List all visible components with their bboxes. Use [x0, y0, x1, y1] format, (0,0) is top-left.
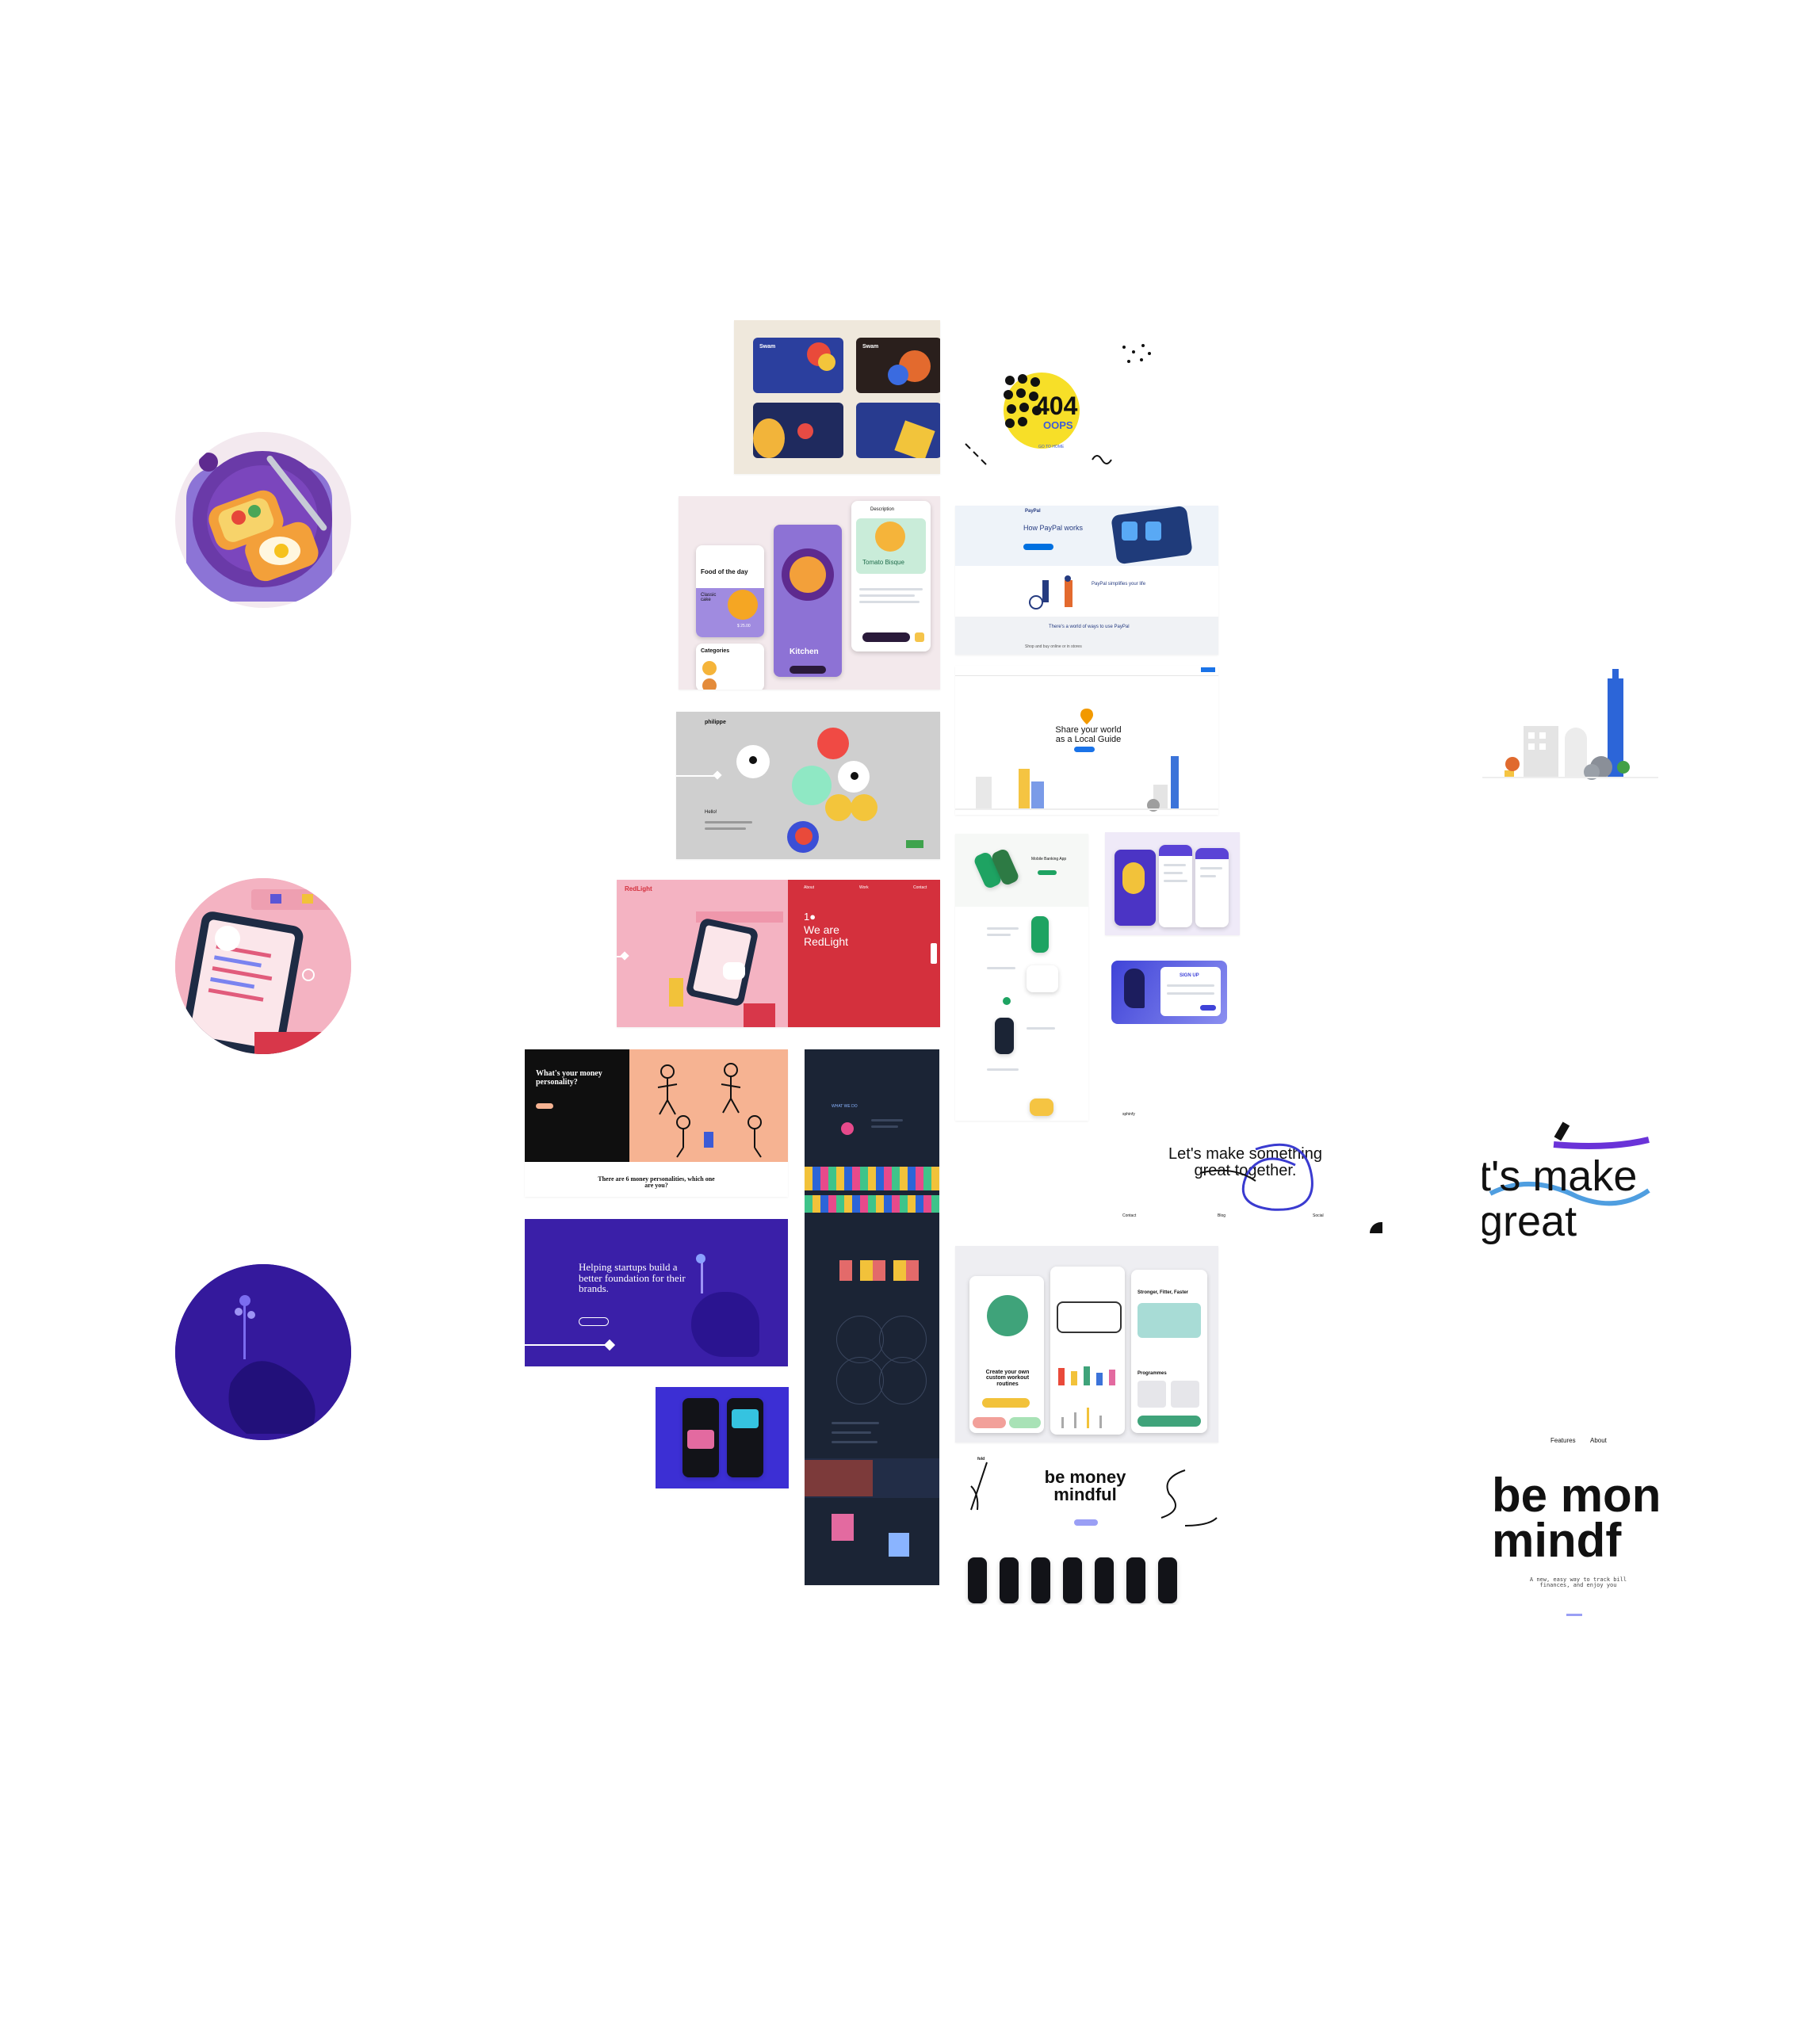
shelf — [696, 911, 783, 923]
hero-circle-redlight[interactable] — [175, 878, 351, 1054]
hero-circle-kitchen[interactable] — [175, 432, 351, 608]
tile-lets-make[interactable]: sphinfy Let's make something great toget… — [1105, 1110, 1382, 1233]
phone-tomato-bisque: Description Tomato Bisque — [851, 501, 931, 651]
dotted-pattern — [1004, 374, 1042, 428]
home-link[interactable]: GO TO HOME — [1038, 445, 1065, 449]
local-guide-headline: Share your world as a Local Guide — [1055, 725, 1122, 744]
food-pan-illustration — [186, 451, 332, 602]
mindful-crop-text: be mon mindf — [1492, 1469, 1658, 1567]
add-to-cart[interactable] — [862, 632, 910, 642]
redlight-tagline: We are RedLight — [804, 923, 849, 948]
tile-404-oops[interactable]: 404 OOPS GO TO HOME — [959, 333, 1157, 483]
card-dark: Swam — [856, 338, 940, 393]
tile-lets-make-crop[interactable]: t's make great — [1482, 1118, 1658, 1260]
card-blue: Swam — [753, 338, 843, 393]
scribble-decoration — [1199, 1143, 1313, 1211]
hero-circle-startups[interactable]: d — [175, 1264, 351, 1440]
phone-kitchen: Kitchen — [774, 525, 842, 677]
startups-headline: Helping startups build a better foundati… — [579, 1261, 686, 1295]
tile-city-crop[interactable] — [1482, 664, 1658, 791]
tile-local-guide[interactable]: Share your world as a Local Guide — [955, 666, 1218, 815]
tile-paypal[interactable]: PayPal How PayPal works PayPal simplifie… — [955, 506, 1218, 655]
city-illustration — [955, 756, 1218, 812]
error-word: OOPS — [1043, 419, 1073, 431]
tile-music-app[interactable] — [656, 1387, 789, 1488]
tile-sign-up[interactable]: SIGN UP — [1108, 951, 1232, 1034]
tile-credit-cards[interactable]: Swam Swam — [734, 320, 940, 474]
tile-redlight[interactable]: RedLight 1● We are RedLight About Work C… — [617, 880, 940, 1027]
squiggle-decoration — [965, 443, 1112, 465]
phone-food-of-day: Food of the day Classic cake $ 25.00 — [696, 545, 764, 637]
mindful-headline: be money mindful — [1044, 1467, 1126, 1504]
money-headline: What's your money personality? — [536, 1069, 602, 1087]
confetti-decoration — [1122, 344, 1151, 363]
card-navy — [753, 403, 843, 458]
scribble-crop — [1489, 1121, 1650, 1206]
phone-categories: Categories — [696, 644, 764, 690]
squiggle-decoration — [970, 1462, 1218, 1527]
characters-illustration — [657, 1063, 762, 1158]
error-code: 404 — [1035, 392, 1078, 420]
location-pin-icon — [1080, 709, 1093, 724]
tile-money-mindful-crop[interactable]: Features About be mon mindf A new, easy … — [1482, 1435, 1658, 1617]
tile-banking-app[interactable]: Mobile Banking App — [955, 834, 1088, 1121]
hand-plant-illustration: d — [175, 1264, 351, 1440]
colorful-strip — [805, 1167, 939, 1190]
tile-philippe[interactable]: philippe Hello! — [676, 712, 940, 859]
make-headline: Let's make something great together. — [1168, 1145, 1322, 1179]
card-indigo — [856, 403, 940, 458]
tile-dark-portfolio[interactable]: WHAT WE DO — [805, 1049, 939, 1585]
svg-text:d: d — [178, 1286, 187, 1306]
tile-startups[interactable]: Helping startups build a better foundati… — [525, 1219, 788, 1366]
tile-purple-phones[interactable] — [1105, 832, 1240, 935]
city-crop-illustration — [1482, 669, 1658, 780]
tile-money-mindful[interactable]: fold be money mindful — [955, 1454, 1218, 1605]
card-brand: Swam — [759, 344, 776, 350]
tile-kitchen-app[interactable]: Food of the day Classic cake $ 25.00 Cat… — [679, 496, 940, 690]
people-illustration — [1029, 575, 1072, 609]
tile-money-personality[interactable]: What's your money personality? There are… — [525, 1049, 788, 1197]
make-crop-text: t's make great — [1482, 1152, 1638, 1245]
tablet-illustration — [175, 878, 351, 1054]
tile-workout-app[interactable]: Create your own custom workout routines … — [955, 1246, 1218, 1442]
kitchen-cta[interactable] — [790, 666, 826, 674]
